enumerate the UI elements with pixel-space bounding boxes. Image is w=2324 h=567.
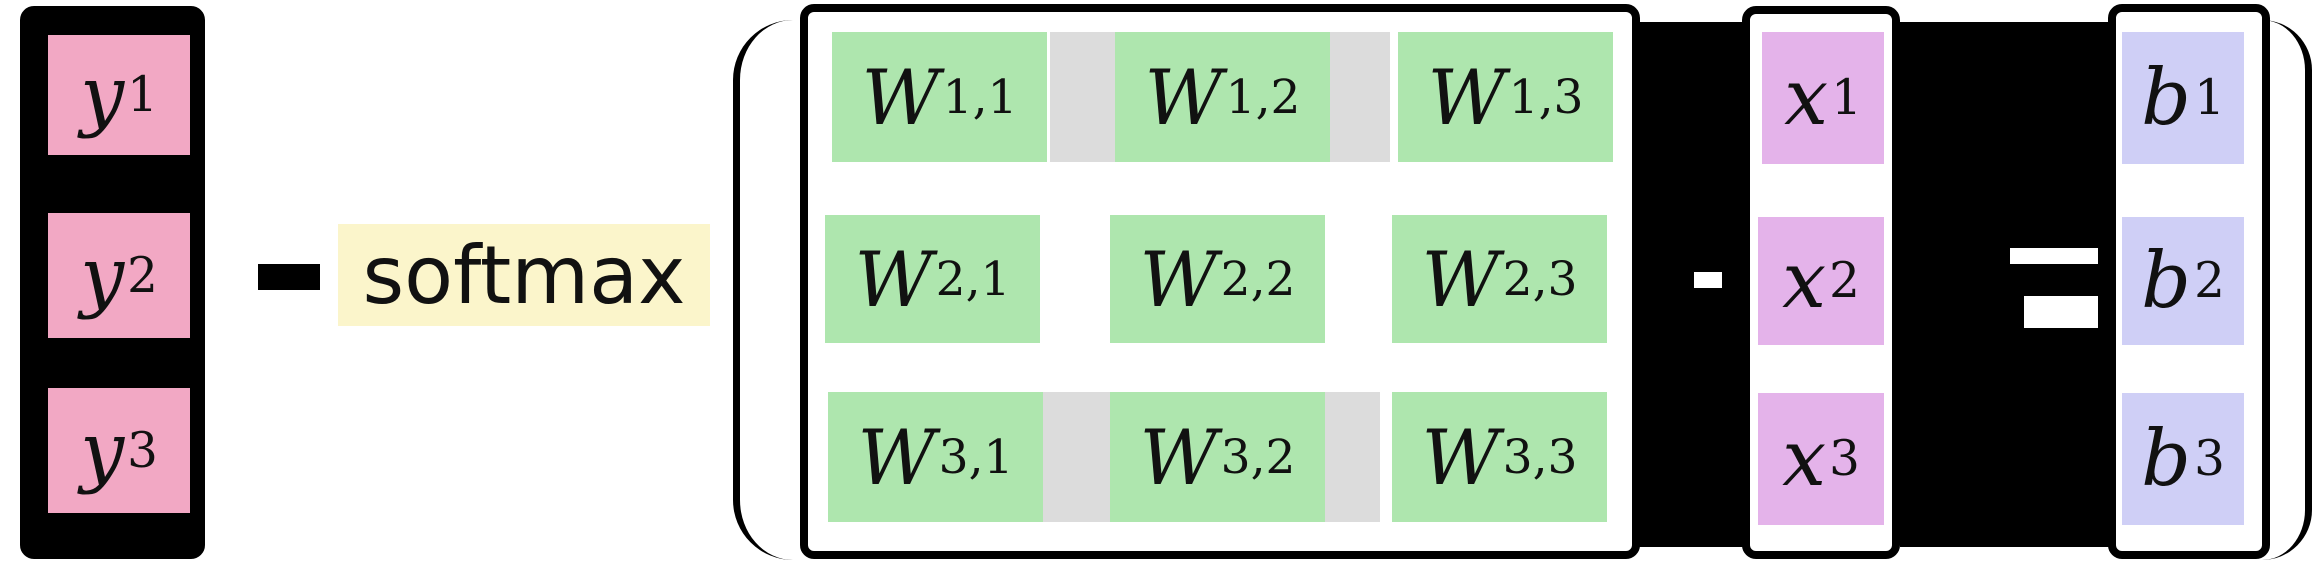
y-vector-bracket bbox=[20, 6, 205, 559]
b1-subscript: 1 bbox=[2194, 70, 2225, 126]
b1-symbol: b bbox=[2141, 53, 2192, 143]
w22-symbol: W bbox=[1139, 234, 1218, 324]
w12-subscript: 1,2 bbox=[1225, 69, 1301, 125]
w31-subscript: 3,1 bbox=[938, 429, 1014, 485]
y3-subscript: 3 bbox=[127, 422, 158, 479]
w11-subscript: 1,1 bbox=[942, 69, 1018, 125]
w33-symbol: W bbox=[1421, 412, 1500, 502]
w11-symbol: W bbox=[861, 52, 940, 142]
y1-symbol: y bbox=[80, 50, 125, 140]
b2-subscript: 2 bbox=[2194, 253, 2225, 309]
x-vector-bracket bbox=[1742, 6, 1900, 559]
y2-subscript: 2 bbox=[127, 247, 158, 304]
w32-subscript: 3,2 bbox=[1220, 429, 1296, 485]
w22-subscript: 2,2 bbox=[1220, 251, 1296, 307]
y3-symbol: y bbox=[80, 405, 125, 496]
softmax-label: softmax bbox=[338, 224, 710, 326]
w12-symbol: W bbox=[1144, 52, 1223, 142]
plus-operator-part bbox=[2010, 248, 2098, 264]
right-parenthesis bbox=[2262, 20, 2312, 560]
w32-symbol: W bbox=[1139, 412, 1218, 502]
y2-symbol: y bbox=[80, 230, 125, 321]
x2-symbol: x bbox=[1782, 236, 1827, 326]
x3-symbol: x bbox=[1782, 414, 1827, 504]
w23-subscript: 2,3 bbox=[1502, 251, 1578, 307]
b2-symbol: b bbox=[2141, 236, 2192, 326]
x1-symbol: x bbox=[1784, 53, 1829, 143]
w13-symbol: W bbox=[1427, 52, 1506, 142]
left-parenthesis bbox=[733, 20, 793, 560]
b3-symbol: b bbox=[2141, 414, 2192, 504]
w33-subscript: 3,3 bbox=[1502, 429, 1578, 485]
equals-operator bbox=[258, 264, 320, 290]
w13-subscript: 1,3 bbox=[1508, 69, 1584, 125]
b-vector-bracket bbox=[2108, 4, 2270, 559]
x2-subscript: 2 bbox=[1829, 253, 1860, 309]
x3-subscript: 3 bbox=[1829, 431, 1860, 487]
x-b-separator bbox=[1900, 22, 2112, 547]
x1-subscript: 1 bbox=[1831, 70, 1862, 126]
b3-subscript: 3 bbox=[2194, 431, 2225, 487]
w21-symbol: W bbox=[854, 234, 933, 324]
plus-operator-part bbox=[2024, 296, 2098, 328]
y1-subscript: 1 bbox=[127, 67, 158, 123]
w21-subscript: 2,1 bbox=[935, 251, 1011, 307]
multiply-operator bbox=[1694, 272, 1722, 288]
w31-symbol: W bbox=[857, 412, 936, 502]
w23-symbol: W bbox=[1421, 234, 1500, 324]
w-x-separator bbox=[1635, 22, 1745, 547]
